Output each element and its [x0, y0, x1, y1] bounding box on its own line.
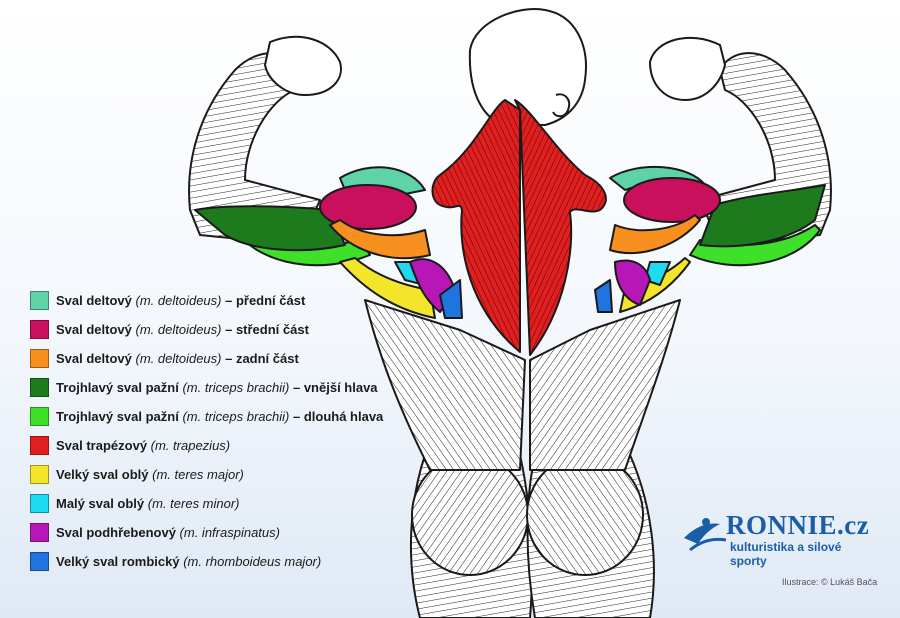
legend-item: Trojhlavý sval pažní (m. triceps brachii…: [30, 402, 383, 431]
legend-label: Sval deltový (m. deltoideus) – zadní čás…: [56, 351, 299, 366]
right-deltoid-middle: [623, 177, 721, 223]
muscle-legend: Sval deltový (m. deltoideus) – přední čá…: [30, 286, 383, 576]
legend-swatch: [30, 291, 49, 310]
legend-swatch: [30, 349, 49, 368]
legend-label: Trojhlavý sval pažní (m. triceps brachii…: [56, 409, 383, 424]
legend-label: Sval deltový (m. deltoideus) – střední č…: [56, 322, 309, 337]
legend-label: Sval trapézový (m. trapezius): [56, 438, 230, 453]
legend-label: Trojhlavý sval pažní (m. triceps brachii…: [56, 380, 378, 395]
legend-part: – vnější hlava: [289, 380, 378, 395]
brand-tagline: kulturistika a silové sporty: [730, 540, 842, 568]
legend-swatch: [30, 378, 49, 397]
left-triceps-lateral: [194, 205, 346, 252]
legend-label: Sval deltový (m. deltoideus) – přední čá…: [56, 293, 305, 308]
ear: [552, 93, 571, 118]
legend-label: Velký sval rombický (m. rhomboideus majo…: [56, 554, 321, 569]
legend-item: Malý sval oblý (m. teres minor): [30, 489, 383, 518]
legend-swatch: [30, 523, 49, 542]
legend-muscle-name: Velký sval oblý: [56, 467, 149, 482]
legend-label: Sval podhřebenový (m. infraspinatus): [56, 525, 280, 540]
legend-part: – zadní část: [221, 351, 299, 366]
left-glute: [411, 454, 529, 576]
right-glute: [526, 454, 644, 576]
legend-latin-name: (m. deltoideus): [135, 293, 222, 308]
legend-muscle-name: Malý sval oblý: [56, 496, 145, 511]
legend-item: Sval podhřebenový (m. infraspinatus): [30, 518, 383, 547]
left-trapezius: [431, 99, 521, 353]
legend-latin-name: (m. deltoideus): [135, 322, 222, 337]
legend-muscle-name: Sval deltový: [56, 293, 132, 308]
legend-item: Sval deltový (m. deltoideus) – přední čá…: [30, 286, 383, 315]
right-triceps-long: [689, 224, 821, 267]
legend-item: Velký sval oblý (m. teres major): [30, 460, 383, 489]
legend-item: Sval trapézový (m. trapezius): [30, 431, 383, 460]
illustration-credit: Ilustrace: © Lukáš Bača: [782, 577, 878, 587]
legend-muscle-name: Sval podhřebenový: [56, 525, 176, 540]
legend-latin-name: (m. triceps brachii): [182, 380, 290, 395]
brand-swoosh-icon: [684, 518, 727, 552]
legend-swatch: [30, 436, 49, 455]
legend-item: Trojhlavý sval pažní (m. triceps brachii…: [30, 373, 383, 402]
legend-muscle-name: Velký sval rombický: [56, 554, 180, 569]
legend-part: – dlouhá hlava: [289, 409, 384, 424]
legend-item: Sval deltový (m. deltoideus) – střední č…: [30, 315, 383, 344]
legend-swatch: [30, 407, 49, 426]
right-rhomboid: [594, 279, 613, 313]
legend-latin-name: (m. teres major): [152, 467, 244, 482]
legend-latin-name: (m. triceps brachii): [182, 409, 290, 424]
legend-latin-name: (m. infraspinatus): [179, 525, 280, 540]
legend-swatch: [30, 552, 49, 571]
legend-muscle-name: Sval deltový: [56, 351, 132, 366]
right-infraspinatus: [614, 259, 651, 306]
legend-part: – přední část: [221, 293, 306, 308]
left-deltoid-rear: [329, 219, 431, 260]
legend-latin-name: (m. deltoideus): [135, 351, 222, 366]
left-fist: [264, 35, 342, 96]
legend-label: Malý sval oblý (m. teres minor): [56, 496, 240, 511]
brand-block: RONNIE.cz kulturistika a silové sporty I…: [680, 510, 880, 588]
right-triceps-lateral: [699, 184, 826, 248]
right-deltoid-rear: [609, 214, 701, 255]
legend-swatch: [30, 494, 49, 513]
legend-item: Sval deltový (m. deltoideus) – zadní čás…: [30, 344, 383, 373]
legend-latin-name: (m. teres minor): [147, 496, 240, 511]
legend-swatch: [30, 320, 49, 339]
legend-latin-name: (m. rhomboideus major): [183, 554, 322, 569]
right-fist: [649, 36, 726, 101]
legend-muscle-name: Sval trapézový: [56, 438, 148, 453]
brand-name: RONNIE.cz: [726, 510, 870, 540]
legend-part: – střední část: [221, 322, 309, 337]
right-trapezius: [514, 99, 607, 356]
legend-label: Velký sval oblý (m. teres major): [56, 467, 244, 482]
legend-muscle-name: Trojhlavý sval pažní: [56, 380, 179, 395]
legend-muscle-name: Sval deltový: [56, 322, 132, 337]
legend-swatch: [30, 465, 49, 484]
head: [468, 8, 587, 126]
legend-latin-name: (m. trapezius): [150, 438, 231, 453]
left-deltoid-middle: [319, 184, 417, 230]
legend-item: Velký sval rombický (m. rhomboideus majo…: [30, 547, 383, 576]
left-rhomboid: [439, 279, 463, 319]
left-lat: [364, 299, 526, 471]
legend-muscle-name: Trojhlavý sval pažní: [56, 409, 179, 424]
right-lat: [529, 299, 681, 471]
